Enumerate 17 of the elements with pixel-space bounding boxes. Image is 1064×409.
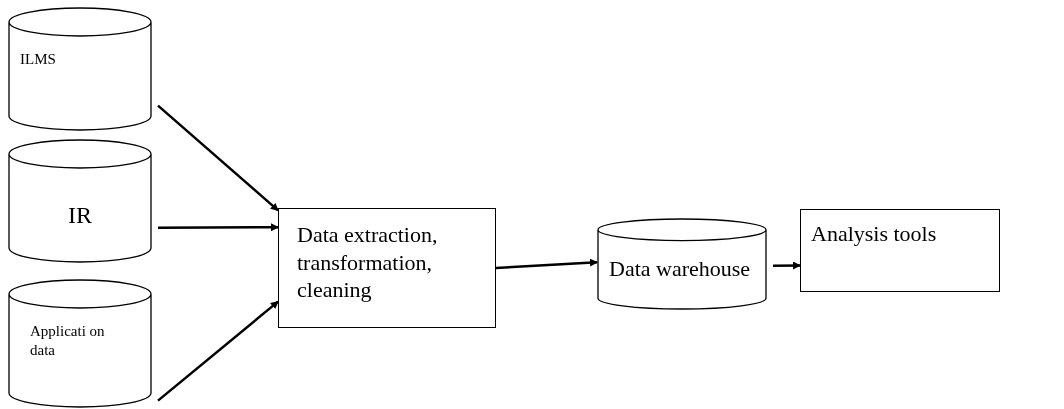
database-cylinder [8,8,152,130]
arrow [158,223,279,232]
process-box [800,209,1000,292]
node-label: IR [67,201,93,230]
node-label: Applicati on data [30,322,106,360]
database-cylinder [8,140,152,262]
node-label: Data extraction, transformation, cleaning [297,221,439,304]
process-box [278,208,496,328]
database-cylinder [597,219,767,309]
arrow [773,261,801,270]
node-label: Data warehouse [609,255,752,283]
database-cylinder [8,280,152,407]
node-label: Analysis tools [811,220,938,248]
arrow [495,258,598,270]
arrow [157,104,279,212]
arrow [157,300,279,402]
node-label: ILMS [20,50,57,69]
